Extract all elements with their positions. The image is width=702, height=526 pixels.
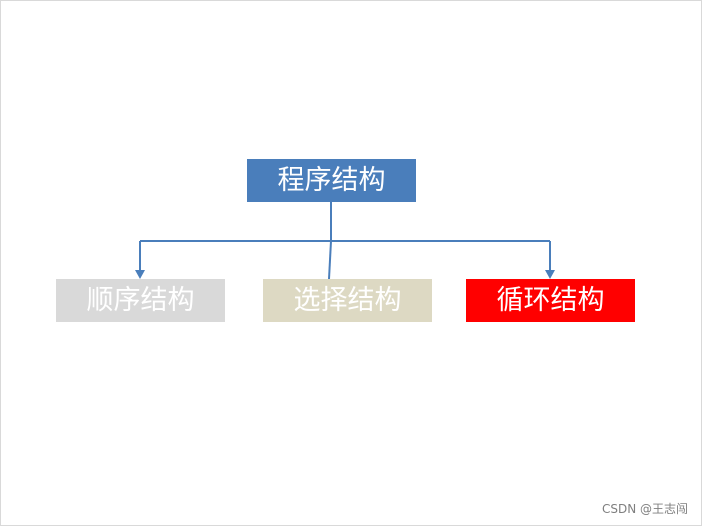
- csdn-watermark: CSDN @王志闯: [601, 502, 688, 516]
- child-node-selection-structure: 选择结构: [263, 279, 432, 322]
- selection-node-label: 选择结构: [293, 285, 402, 316]
- child-node-sequential-structure: 顺序结构: [56, 279, 225, 322]
- root-node-label: 程序结构: [277, 165, 386, 196]
- middle-connector-line: [328, 240, 332, 280]
- root-node-program-structure: 程序结构: [247, 159, 416, 202]
- sequential-node-label: 顺序结构: [86, 285, 195, 316]
- child-node-loop-structure: 循环结构: [466, 279, 635, 322]
- loop-node-label: 循环结构: [496, 285, 605, 316]
- left-arrow-head: [135, 270, 145, 279]
- right-arrow-head: [545, 270, 555, 279]
